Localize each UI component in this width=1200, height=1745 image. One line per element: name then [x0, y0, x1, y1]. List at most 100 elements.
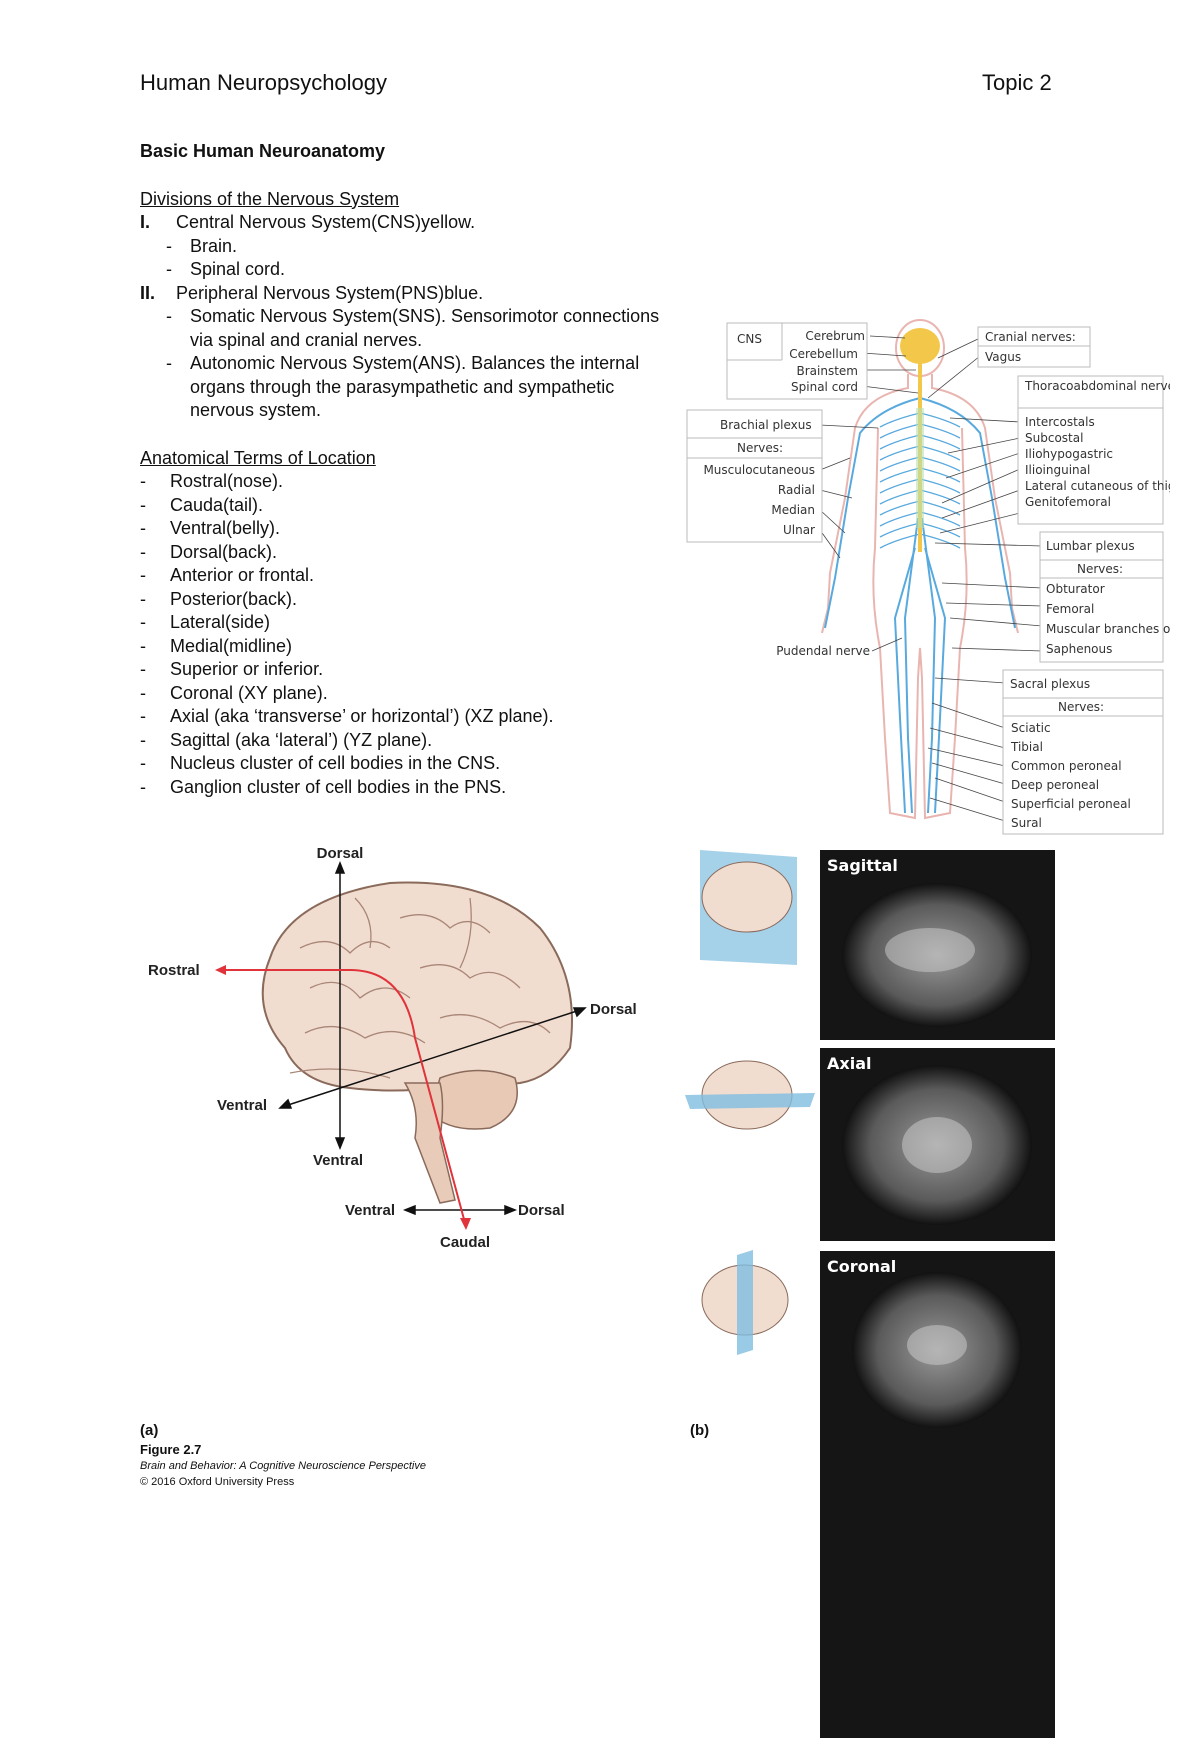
- term-text: Ganglion cluster of cell bodies in the P…: [170, 776, 507, 797]
- term-text: Dorsal(back).: [170, 541, 278, 562]
- mri-planes-figure: Sagittal Axial Coronal: [685, 850, 1055, 1738]
- nerve-label: Sural: [1011, 816, 1042, 830]
- list-item: -Autonomic Nervous System(ANS). Balances…: [140, 352, 670, 423]
- copyright: © 2016 Oxford University Press: [140, 1476, 295, 1488]
- axial-panel: Axial: [685, 1048, 1055, 1241]
- nerve-label: Ilioinguinal: [1025, 463, 1090, 477]
- cns-structure: [900, 328, 940, 552]
- brain-orientation-figure: Dorsal Rostral Dorsal Ventral Ventral Ve…: [148, 845, 637, 1251]
- term-text: Nucleus cluster of cell bodies in the CN…: [170, 753, 501, 773]
- label-dorsal-top: Dorsal: [317, 845, 364, 862]
- lumbar-box-title: Lumbar plexus: [1046, 539, 1135, 553]
- leader-lines: [819, 335, 1043, 822]
- nerve-label: Intercostals: [1025, 415, 1095, 429]
- term-item: -Sagittal (aka ‘lateral’) (YZ plane).: [140, 729, 670, 753]
- label-cerebrum: Cerebrum: [805, 329, 865, 343]
- term-item: -Axial (aka ‘transverse’ or horizontal’)…: [140, 705, 670, 729]
- term-text: Anterior or frontal.: [170, 565, 315, 585]
- term-item: -Posterior(back).: [140, 588, 670, 612]
- rostral-caudal-axis: [220, 969, 466, 1224]
- label-axial: Axial: [827, 1054, 871, 1073]
- cns-box-title: CNS: [737, 332, 762, 346]
- term-item: -Ganglion cluster of cell bodies in the …: [140, 776, 670, 800]
- term-text: Posterior(back).: [170, 588, 298, 609]
- panel-b-label: (b): [690, 1422, 710, 1439]
- nerve-label: Musculocutaneous: [703, 463, 815, 477]
- nerve-label: Common peroneal: [1011, 759, 1122, 773]
- nerve-label: Median: [771, 503, 815, 517]
- term-item: -Ventral(belly).: [140, 517, 670, 541]
- header-course: Human Neuropsychology: [140, 70, 388, 95]
- list-item: -Spinal cord.: [140, 258, 670, 282]
- thoraco-box-title: Thoracoabdominal nerves:: [1024, 379, 1170, 393]
- term-text: Ventral(belly).: [170, 518, 281, 538]
- nervous-system-figure: CNS Cerebrum Cerebellum Brainstem Spinal…: [686, 319, 1170, 835]
- term-text: Axial (aka ‘transverse’ or horizontal’) …: [170, 706, 554, 726]
- nerve-label: Ulnar: [783, 523, 815, 537]
- list-text: Central Nervous System(CNS)yellow.: [176, 212, 476, 232]
- nerve-label: Femoral: [1046, 602, 1094, 616]
- list-text: Brain.: [190, 235, 238, 256]
- terms-list: -Rostral(nose).-Cauda(tail).-Ventral(bel…: [140, 470, 670, 799]
- term-text: Coronal (XY plane).: [170, 682, 328, 703]
- term-text: Lateral(side): [170, 612, 271, 632]
- roman-numeral: I.: [140, 212, 151, 232]
- label-vagus: Vagus: [985, 350, 1021, 364]
- nerve-label: Sciatic: [1011, 721, 1051, 735]
- term-text: Rostral(nose).: [170, 471, 284, 491]
- label-sagittal: Sagittal: [827, 856, 898, 875]
- list-text: Somatic Nervous System(SNS). Sensorimoto…: [190, 306, 660, 350]
- term-text: Sagittal (aka ‘lateral’) (YZ plane).: [170, 729, 433, 750]
- term-item: -Anterior or frontal.: [140, 564, 670, 588]
- list-text: Peripheral Nervous System(PNS)blue.: [176, 282, 484, 303]
- sacral-box-title: Sacral plexus: [1010, 677, 1090, 691]
- figure-number: Figure 2.7: [140, 1442, 202, 1457]
- term-text: Superior or inferior.: [170, 659, 324, 679]
- term-item: -Rostral(nose).: [140, 470, 670, 494]
- cranial-box-title: Cranial nerves:: [985, 330, 1076, 344]
- roman-numeral: II.: [140, 282, 156, 303]
- label-ventral-left: Ventral: [217, 1097, 267, 1114]
- lumbar-nerves-subtitle: Nerves:: [1077, 562, 1123, 576]
- term-item: -Nucleus cluster of cell bodies in the C…: [140, 752, 670, 776]
- term-item: -Dorsal(back).: [140, 541, 670, 565]
- section-heading-divisions: Divisions of the Nervous System: [140, 188, 400, 209]
- list-text: Spinal cord.: [190, 259, 286, 279]
- nerve-label: Lateral cutaneous of thigh: [1025, 479, 1170, 493]
- label-spinal-cord: Spinal cord: [791, 380, 858, 394]
- nerve-label: Muscular branches of femoral: [1046, 622, 1170, 636]
- list-item: -Somatic Nervous System(SNS). Sensorimot…: [140, 305, 670, 352]
- label-dorsal-right: Dorsal: [590, 1001, 637, 1018]
- term-text: Medial(midline): [170, 635, 293, 656]
- nerve-label: Superficial peroneal: [1011, 797, 1131, 811]
- list-item: II. Peripheral Nervous System(PNS)blue.: [140, 282, 670, 306]
- term-item: -Superior or inferior.: [140, 658, 670, 682]
- label-ventral-bottom: Ventral: [313, 1152, 363, 1169]
- nerve-label: Genitofemoral: [1025, 495, 1111, 509]
- panel-a-label: (a): [140, 1422, 159, 1439]
- label-pudendal-nerve: Pudendal nerve: [776, 644, 870, 658]
- section-heading-terms: Anatomical Terms of Location: [140, 447, 376, 468]
- term-item: -Cauda(tail).: [140, 494, 670, 518]
- label-coronal: Coronal: [827, 1257, 896, 1276]
- list-item: -Brain.: [140, 235, 670, 259]
- label-ventral-low: Ventral: [345, 1202, 395, 1219]
- label-cerebellum: Cerebellum: [789, 347, 858, 361]
- header-topic: Topic 2: [982, 70, 1052, 95]
- term-item: -Lateral(side): [140, 611, 670, 635]
- brachial-box-title: Brachial plexus: [720, 418, 812, 432]
- intercostal-nerves: [879, 412, 961, 549]
- book-title: Brain and Behavior: A Cognitive Neurosci…: [140, 1460, 426, 1472]
- list-item: I. Central Nervous System(CNS)yellow.: [140, 211, 670, 235]
- nerve-label: Deep peroneal: [1011, 778, 1099, 792]
- brachial-nerves-subtitle: Nerves:: [737, 441, 783, 455]
- label-brainstem: Brainstem: [797, 364, 859, 378]
- orientation-axes: [278, 860, 587, 1216]
- label-dorsal-low: Dorsal: [518, 1202, 565, 1219]
- text-content: Basic Human Neuroanatomy Divisions of th…: [140, 140, 670, 799]
- nerve-label: Obturator: [1046, 582, 1105, 596]
- label-caudal: Caudal: [440, 1234, 490, 1251]
- term-item: -Medial(midline): [140, 635, 670, 659]
- label-rostral: Rostral: [148, 962, 200, 979]
- nerve-label: Iliohypogastric: [1025, 447, 1113, 461]
